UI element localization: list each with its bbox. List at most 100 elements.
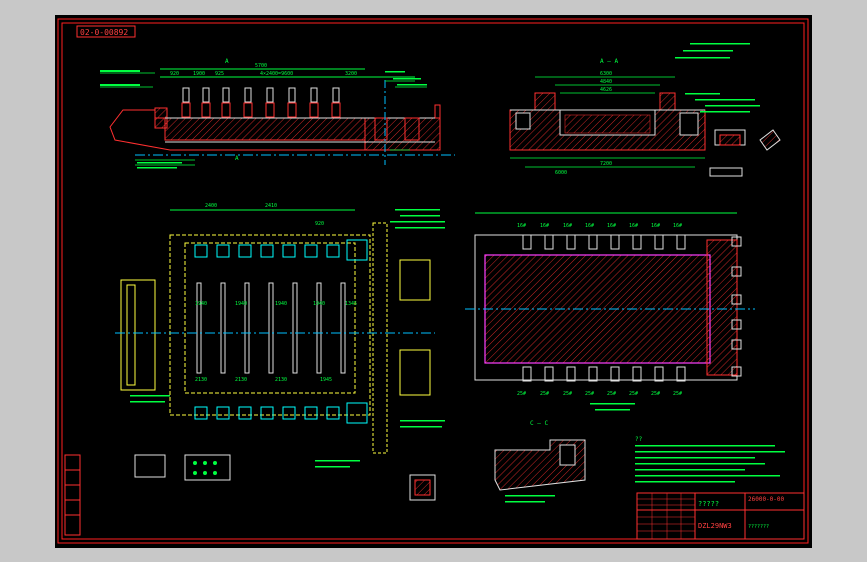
drawing-code-box <box>76 25 136 38</box>
elevation-hatch-main <box>164 117 366 141</box>
plan-left-bracket <box>120 279 156 391</box>
elevation-note-glyphs <box>100 70 427 169</box>
dim-plan-3: 920 <box>315 221 324 227</box>
bolt-label-top-6: 16# <box>629 223 638 229</box>
foundation-bolt-labels: 16# 16# 16# 16# 16# 16# 16# 16# 25# 25# … <box>517 223 682 397</box>
detail-sketch-3 <box>709 167 743 177</box>
dim-plan-4: 1940 <box>195 301 207 307</box>
title-block-part-no: 26000-0-00 <box>748 496 785 503</box>
dim-plan-7: 1940 <box>313 301 325 307</box>
detail-box-3 <box>409 474 436 501</box>
bolt-label-top-2: 16# <box>540 223 549 229</box>
dim-top-6: 3200 <box>345 71 357 77</box>
dim-plan-11: 2130 <box>275 377 287 383</box>
dim-plan-12: 1945 <box>320 377 332 383</box>
bolt-label-top-7: 16# <box>651 223 660 229</box>
bolt-label-top-3: 16# <box>563 223 572 229</box>
section-aa-pit-fill <box>564 114 651 134</box>
title-block-model: DZL29NW3 <box>698 522 732 530</box>
dim-plan-5: 1940 <box>235 301 247 307</box>
title-block-name: ????? <box>698 500 719 508</box>
title-block-grid <box>637 493 695 539</box>
dim-plan-9: 2130 <box>195 377 207 383</box>
plan-left-bracket-inner <box>126 284 136 386</box>
dim-top-3: 925 <box>215 71 224 77</box>
cad-canvas: 02-0-00892 920 1900 925 4×2400=9600 <box>57 18 809 544</box>
section-cc-pocket <box>559 444 576 466</box>
bolt-holes-elevation <box>181 102 420 141</box>
plan-bolts-top <box>194 239 368 261</box>
section-mark-bottom: A <box>235 155 239 162</box>
bolt-label-bottom-1: 25# <box>517 391 526 397</box>
detail-box-3-fill <box>414 479 431 496</box>
foundation-bolts-bottom <box>522 366 686 382</box>
foundation-bolts-right <box>731 236 742 377</box>
bolt-label-bottom-7: 25# <box>651 391 660 397</box>
bolt-label-top-5: 16# <box>607 223 616 229</box>
dim-plan-6: 1940 <box>275 301 287 307</box>
detail-box-2-holes <box>193 461 217 475</box>
dim-top-2: 1900 <box>193 71 205 77</box>
title-block: ????? 26000-0-00 DZL29NW3 ??????? <box>636 492 805 540</box>
elevation-view: 920 1900 925 4×2400=9600 3200 5700 A A <box>100 58 455 169</box>
left-revision-table <box>64 454 81 536</box>
cad-drawing-sheet: 02-0-00892 920 1900 925 4×2400=9600 <box>55 15 812 548</box>
bolt-label-bottom-6: 25# <box>629 391 638 397</box>
dim-top-5: 5700 <box>255 63 267 69</box>
detail-sketch-2 <box>759 129 781 151</box>
bolt-label-top-4: 16# <box>585 223 594 229</box>
section-aa-trench-right <box>679 112 699 136</box>
notes-title: ?? <box>635 436 643 443</box>
elevation-leaders <box>100 72 427 166</box>
bolt-label-bottom-8: 25# <box>673 391 682 397</box>
dim-plan-1: 2400 <box>205 203 217 209</box>
section-cc-label: C — C <box>530 420 548 427</box>
section-a-a-view: A — A 6300 4840 4626 7200 6000 <box>509 43 781 177</box>
section-aa-label: A — A <box>600 58 618 65</box>
dim-plan-10: 2130 <box>235 377 247 383</box>
bottom-left-details <box>64 454 436 536</box>
dim-section-3: 4626 <box>600 87 612 93</box>
elevation-hatch-right <box>364 117 441 151</box>
elevation-outline <box>109 104 441 151</box>
plan-view: 2400 2410 920 1940 1940 1940 1940 1345 2… <box>115 203 445 468</box>
dim-top-1: 920 <box>170 71 179 77</box>
dim-section-1: 6300 <box>600 71 612 77</box>
detail-sketch-1-fill <box>719 134 741 146</box>
detail-box-1 <box>134 454 166 478</box>
dim-plan-2: 2410 <box>265 203 277 209</box>
bolt-label-bottom-4: 25# <box>585 391 594 397</box>
plan-bolts-bottom <box>194 402 368 424</box>
section-aa-dims <box>510 76 705 168</box>
foundation-plan: 16# 16# 16# 16# 16# 16# 16# 16# 25# 25# … <box>465 212 755 411</box>
bolt-label-bottom-2: 25# <box>540 391 549 397</box>
plan-outline <box>169 234 371 416</box>
dim-section-2: 4840 <box>600 79 612 85</box>
foundation-notes <box>590 403 635 411</box>
plan-outline-inner <box>184 242 356 394</box>
notes-lines <box>635 445 785 483</box>
title-block-frame <box>636 492 805 540</box>
section-c-c-view: C — C <box>494 420 586 503</box>
bolt-label-top-1: 16# <box>517 223 526 229</box>
title-block-sheet: ??????? <box>748 524 769 530</box>
bolt-label-bottom-3: 25# <box>563 391 572 397</box>
inner-frame <box>61 22 805 540</box>
foundation-right-block <box>706 239 738 376</box>
outer-frame <box>57 18 809 544</box>
section-aa-notes <box>675 43 760 113</box>
bolt-label-bottom-5: 25# <box>607 391 616 397</box>
dim-section-4: 7200 <box>600 161 612 167</box>
plan-right-columns <box>399 259 431 396</box>
left-revision-rows <box>65 469 80 516</box>
anchor-bolts-elevation <box>182 87 340 103</box>
plan-beams <box>196 282 346 374</box>
detail-box-2 <box>184 454 231 481</box>
technical-notes: ?? <box>635 436 785 483</box>
section-cc-notes <box>505 495 555 503</box>
plan-notes <box>130 209 445 468</box>
bolt-label-top-8: 16# <box>673 223 682 229</box>
drawing-code: 02-0-00892 <box>80 28 128 37</box>
dim-section-5: 6000 <box>555 170 567 176</box>
foundation-bolts-top <box>522 234 686 250</box>
